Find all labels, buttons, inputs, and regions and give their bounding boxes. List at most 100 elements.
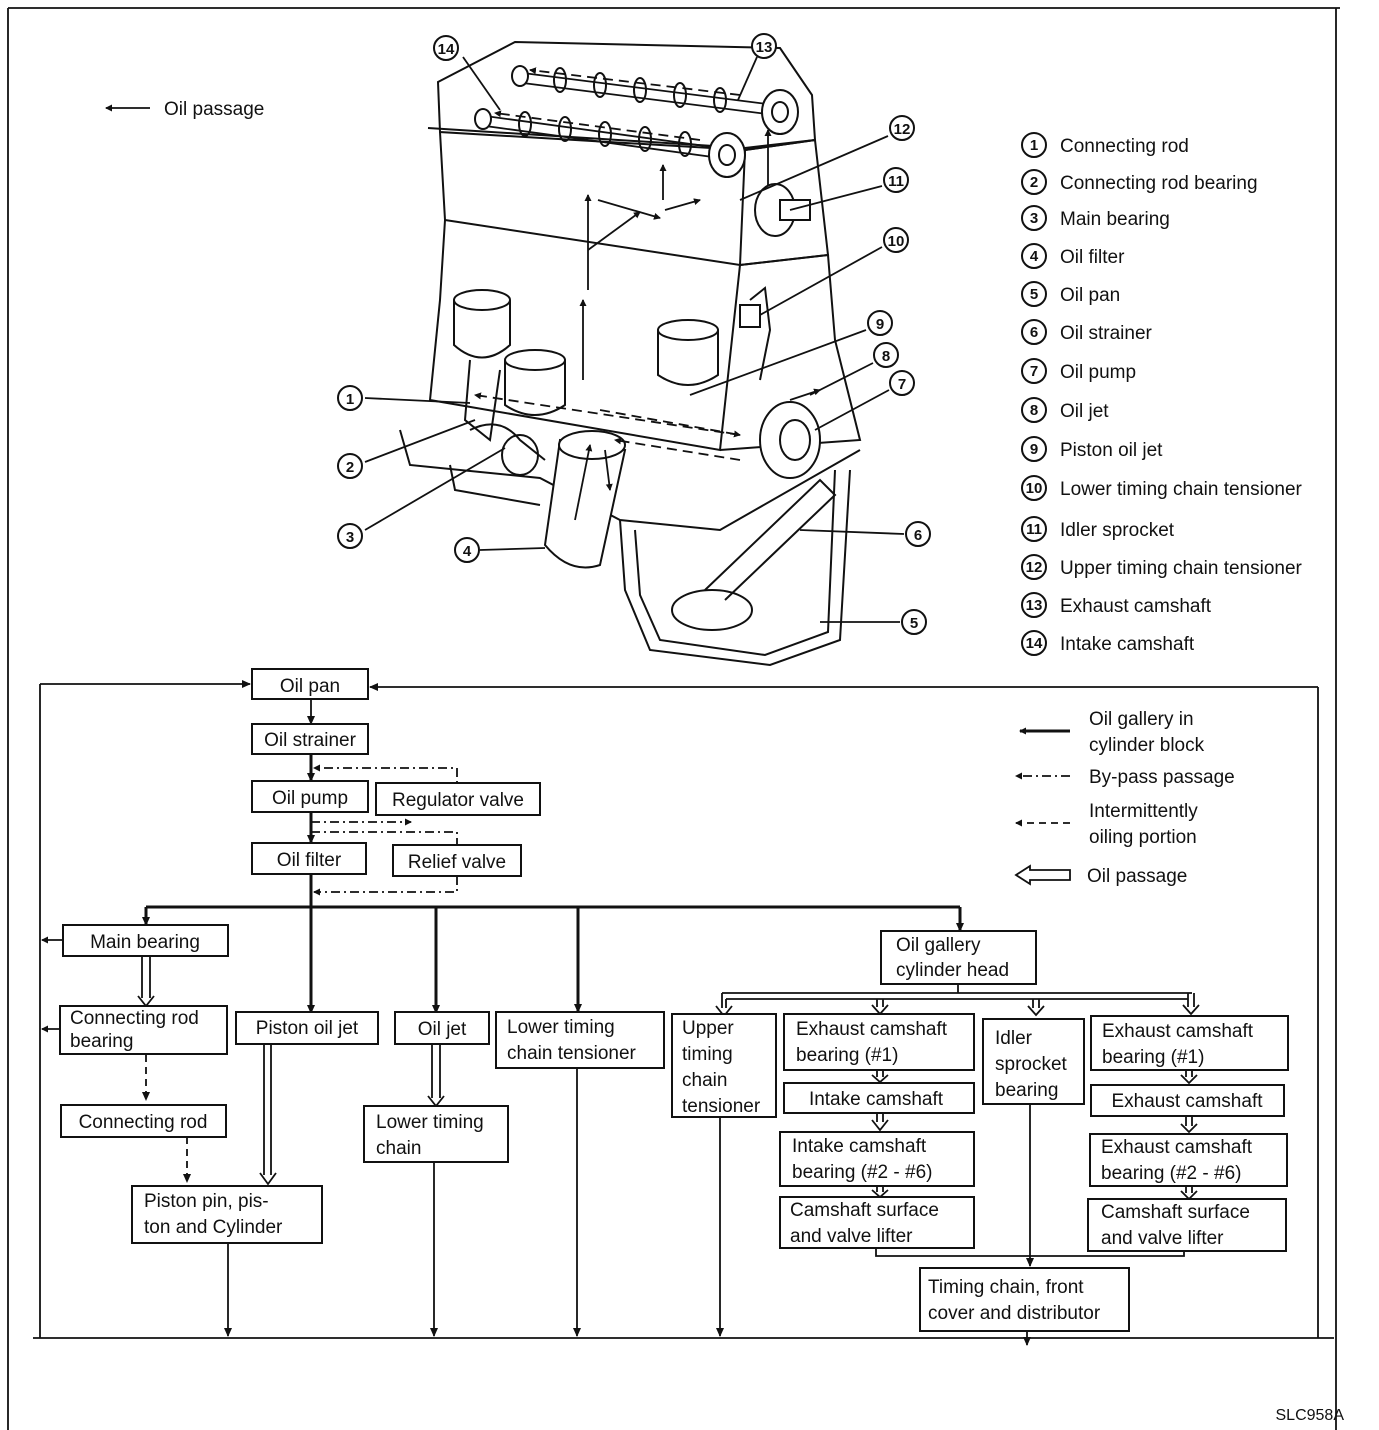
part-number: 10 xyxy=(1026,480,1043,497)
svg-text:Oil filter: Oil filter xyxy=(277,850,342,871)
svg-text:Oil gallery in: Oil gallery in xyxy=(1089,709,1194,730)
svg-text:Exhaust camshaft: Exhaust camshaft xyxy=(1102,1021,1254,1042)
svg-text:Lower timing: Lower timing xyxy=(507,1017,615,1038)
svg-text:Idler: Idler xyxy=(995,1028,1033,1049)
svg-text:tensioner: tensioner xyxy=(682,1096,761,1117)
svg-text:Piston pin, pis-: Piston pin, pis- xyxy=(144,1191,269,1212)
part-number: 6 xyxy=(1030,324,1038,341)
svg-text:cylinder head: cylinder head xyxy=(896,960,1009,981)
engine-illustration: 14 13 12 11 10 9 8 7 6 5 4 3 2 1 xyxy=(337,33,931,667)
svg-text:1: 1 xyxy=(346,391,354,408)
part-number: 14 xyxy=(1026,635,1043,652)
box-regulator-valve: Regulator valve xyxy=(375,782,541,816)
svg-text:Oil pump: Oil pump xyxy=(272,788,348,809)
part-number: 1 xyxy=(1030,137,1038,154)
part-number: 7 xyxy=(1030,363,1038,380)
svg-text:By-pass passage: By-pass passage xyxy=(1089,767,1235,788)
svg-text:bearing: bearing xyxy=(995,1080,1058,1101)
svg-text:Intake camshaft: Intake camshaft xyxy=(792,1136,927,1157)
box-intake-camshaft: Intake camshaft xyxy=(783,1082,975,1114)
svg-text:and valve lifter: and valve lifter xyxy=(1101,1228,1224,1249)
part-name: Lower timing chain tensioner xyxy=(1060,479,1303,500)
flow-legend: Oil gallery in cylinder block By-pass pa… xyxy=(1014,709,1235,887)
svg-text:Connecting rod: Connecting rod xyxy=(79,1112,208,1133)
part-name: Main bearing xyxy=(1060,209,1170,230)
svg-text:Exhaust camshaft: Exhaust camshaft xyxy=(1111,1091,1263,1112)
part-number: 12 xyxy=(1026,559,1043,576)
box-oil-pump: Oil pump xyxy=(251,780,369,813)
part-number-badge xyxy=(1021,397,1047,423)
svg-text:6: 6 xyxy=(914,527,922,544)
box-relief-valve: Relief valve xyxy=(392,844,522,877)
svg-text:Intermittently: Intermittently xyxy=(1089,801,1198,822)
part-name: Connecting rod xyxy=(1060,136,1189,157)
svg-text:Oil passage: Oil passage xyxy=(1087,866,1187,887)
part-number-badge xyxy=(1021,516,1047,542)
part-name: Oil pan xyxy=(1060,285,1120,306)
parts-list-item: 5 Oil pan xyxy=(1021,281,1120,307)
part-number: 5 xyxy=(1030,286,1038,303)
box-oil-pan: Oil pan xyxy=(251,668,369,700)
svg-text:chain: chain xyxy=(682,1070,727,1091)
svg-text:cover and distributor: cover and distributor xyxy=(928,1303,1101,1324)
svg-text:5: 5 xyxy=(910,615,918,632)
part-number-badge xyxy=(1021,132,1047,158)
svg-text:cylinder block: cylinder block xyxy=(1089,735,1205,756)
part-name: Piston oil jet xyxy=(1060,440,1163,461)
box-exhaust-camshaft: Exhaust camshaft xyxy=(1090,1084,1285,1117)
part-number-badge xyxy=(1021,630,1047,656)
svg-text:Timing chain, front: Timing chain, front xyxy=(928,1277,1084,1298)
part-number-badge xyxy=(1021,436,1047,462)
box-piston-pin: Piston pin, pis-ton and Cylinder xyxy=(131,1185,323,1244)
svg-text:13: 13 xyxy=(756,39,773,56)
part-number-badge xyxy=(1021,358,1047,384)
svg-text:chain: chain xyxy=(376,1138,421,1159)
svg-text:Oil strainer: Oil strainer xyxy=(264,730,357,751)
box-oil-strainer: Oil strainer xyxy=(251,723,369,755)
svg-text:10: 10 xyxy=(888,233,905,250)
part-number: 4 xyxy=(1030,248,1039,265)
box-lower-timing-chain-tensioner: Lower timing chain tensioner xyxy=(495,1011,665,1069)
svg-text:Connecting rod: Connecting rod xyxy=(70,1008,199,1029)
svg-text:12: 12 xyxy=(894,121,911,138)
svg-text:7: 7 xyxy=(898,376,906,393)
svg-text:chain tensioner: chain tensioner xyxy=(507,1043,637,1064)
svg-text:bearing (#2 - #6): bearing (#2 - #6) xyxy=(792,1162,932,1183)
part-name: Oil jet xyxy=(1060,401,1109,422)
svg-text:Oil passage: Oil passage xyxy=(164,99,264,120)
part-name: Exhaust camshaft xyxy=(1060,596,1212,617)
part-name: Oil pump xyxy=(1060,362,1136,383)
part-number: 11 xyxy=(1026,521,1042,538)
legend-oil-passage: Oil passage xyxy=(105,99,264,120)
part-name: Oil filter xyxy=(1060,247,1125,268)
svg-text:ton and Cylinder: ton and Cylinder xyxy=(144,1217,283,1238)
svg-text:4: 4 xyxy=(463,543,472,560)
svg-text:bearing (#1): bearing (#1) xyxy=(796,1045,898,1066)
svg-text:and valve lifter: and valve lifter xyxy=(790,1226,913,1247)
svg-text:bearing (#2 - #6): bearing (#2 - #6) xyxy=(1101,1163,1241,1184)
part-number-badge xyxy=(1021,281,1047,307)
svg-text:oiling portion: oiling portion xyxy=(1089,827,1197,848)
svg-text:Relief valve: Relief valve xyxy=(408,852,506,873)
box-oil-jet: Oil jet xyxy=(394,1011,490,1045)
box-connecting-rod: Connecting rod xyxy=(60,1104,227,1138)
svg-text:9: 9 xyxy=(876,316,884,333)
flowchart: Oil pan Oil strainer Oil pump Regulator … xyxy=(33,668,1334,1346)
svg-text:bearing: bearing xyxy=(70,1031,133,1052)
part-number-badge xyxy=(1021,475,1047,501)
part-number-badge xyxy=(1021,243,1047,269)
svg-text:2: 2 xyxy=(346,459,354,476)
